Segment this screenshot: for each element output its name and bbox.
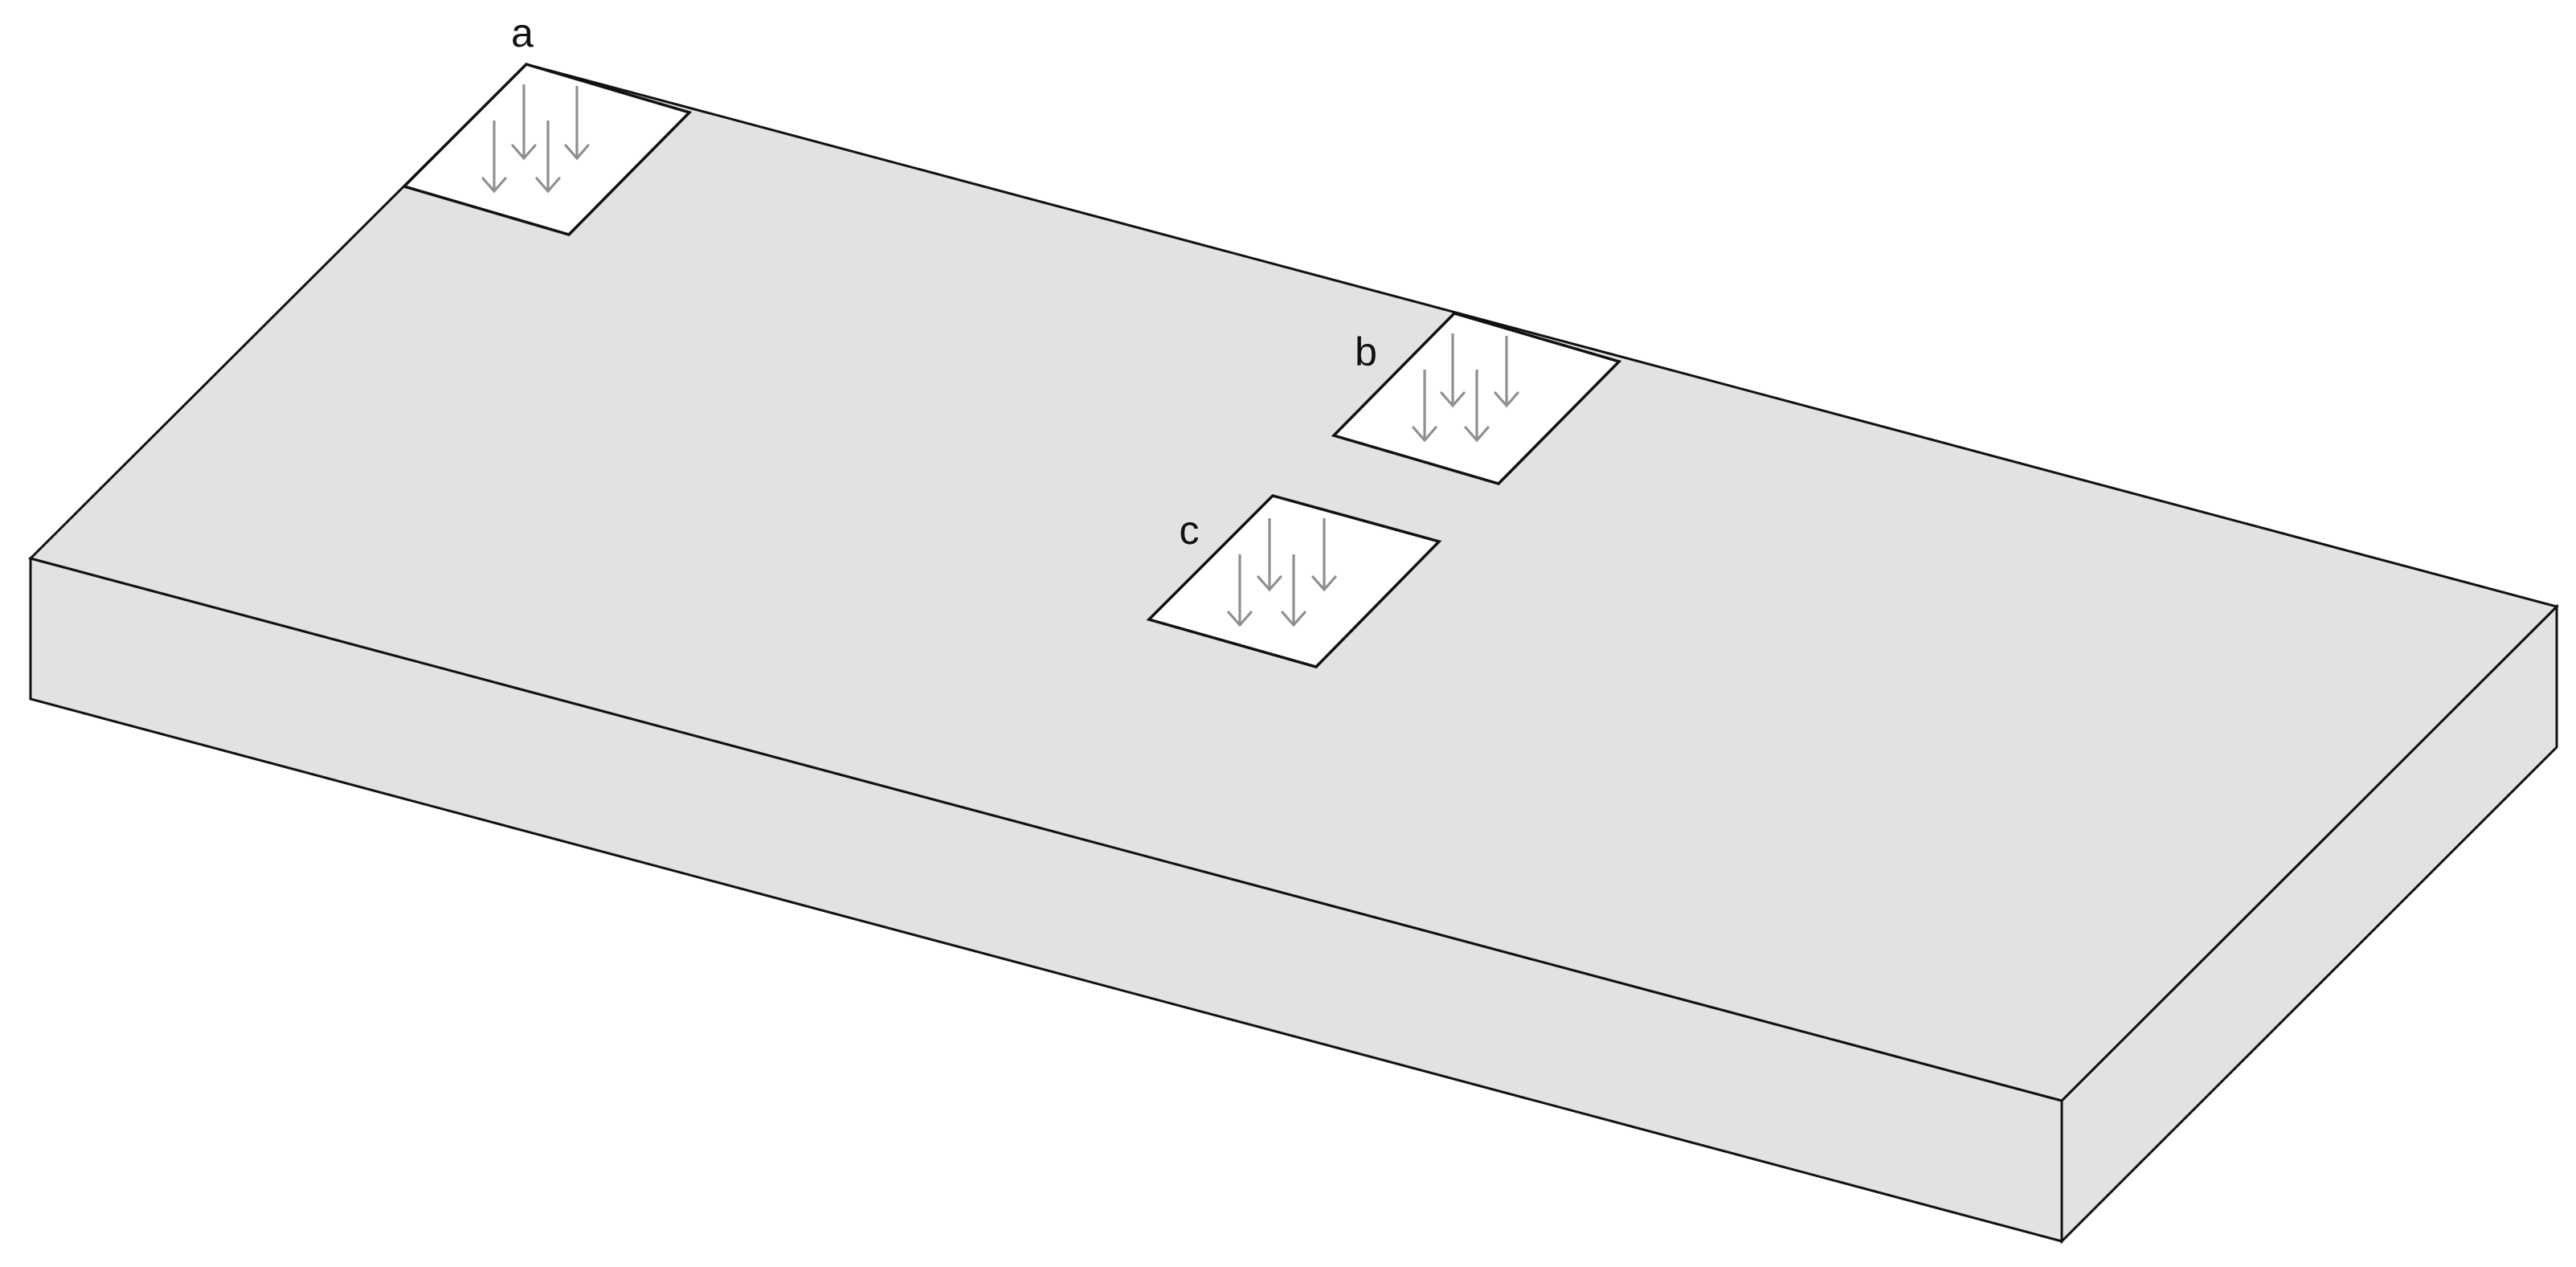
patch-c-arrow-1-head [1257,575,1282,592]
patch-b-arrow-4-head [1464,426,1490,443]
patch-a-label: a [511,10,534,55]
patch-b: b [1331,312,1622,485]
patch-c: c [1146,494,1442,668]
patch-b-arrows [1412,333,1519,443]
patch-c-arrow-2-head [1311,575,1337,592]
patch-a-arrows [481,84,590,194]
patch-a-arrow-3-head [481,177,507,194]
patch-b-arrow-3-head [1412,426,1437,443]
patch-a: a [401,10,693,236]
patch-a-arrow-1-head [511,144,537,161]
patch-a-arrow-4-head [535,177,561,194]
patch-c-arrow-3-head [1227,611,1253,627]
patch-c-arrows [1227,518,1337,627]
patch-b-label: b [1355,329,1377,374]
patch-b-arrow-1-head [1440,391,1466,408]
patch-b-arrow-2-head [1494,391,1519,408]
patch-c-arrow-4-head [1281,611,1306,627]
patch-a-arrow-2-head [564,144,590,161]
patch-c-label: c [1180,508,1200,553]
